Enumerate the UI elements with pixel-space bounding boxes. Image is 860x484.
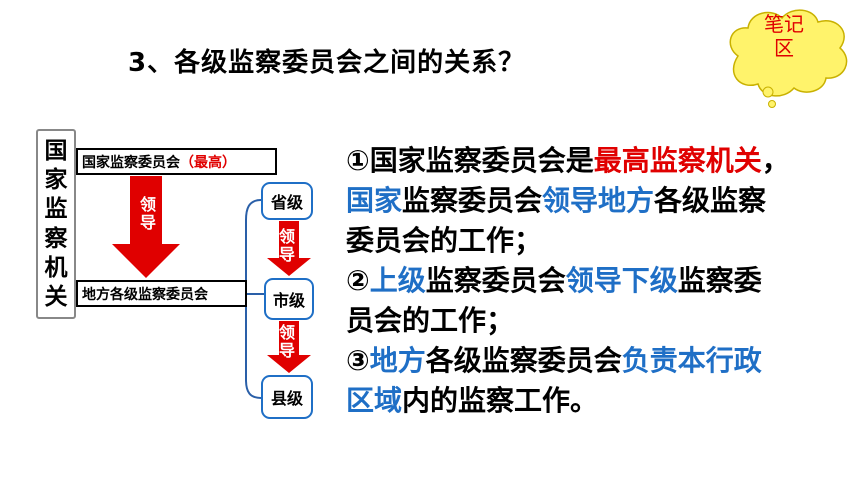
content-line-6: ③地方各级监察委员会负责本行政 bbox=[346, 344, 762, 377]
content-line-2: 国家监察委员会领导地方各级监察 bbox=[346, 184, 767, 217]
page-title: 3、各级监察委员会之间的关系？ bbox=[128, 48, 526, 78]
note-bubble-label: 笔记 区 bbox=[764, 12, 804, 60]
vertical-label-national-organ: 国 家 监 察 机 关 bbox=[36, 129, 76, 319]
level-bracket bbox=[245, 199, 262, 399]
national-commission-box: 国家监察委员会（最高） bbox=[76, 148, 277, 175]
level-province: 省级 bbox=[261, 182, 313, 220]
content-line-5: 员会的工作； bbox=[346, 304, 515, 337]
local-commission-box: 地方各级监察委员会 bbox=[76, 280, 247, 307]
level-county: 县级 bbox=[261, 375, 313, 419]
content-line-7: 区域内的监察工作。 bbox=[346, 384, 599, 417]
note-bubble-icon[interactable] bbox=[720, 4, 856, 112]
level-city: 市级 bbox=[264, 278, 314, 320]
lead-label-province-city: 领导 bbox=[278, 227, 295, 264]
down-arrow-province-city-icon bbox=[267, 221, 311, 276]
big-down-arrow-icon bbox=[112, 176, 180, 278]
lead-label-city-county: 领导 bbox=[278, 323, 295, 360]
content-line-4: ②上级监察委员会领导下级监察委 bbox=[346, 264, 762, 297]
relationship-content: ①国家监察委员会是最高监察机关， 国家监察委员会领导地方各级监察 委员会的工作；… bbox=[346, 141, 846, 421]
content-line-3: 委员会的工作； bbox=[346, 224, 543, 257]
lead-label-main: 领导 bbox=[139, 195, 156, 232]
down-arrow-city-county-icon bbox=[267, 321, 311, 373]
content-line-1: ①国家监察委员会是最高监察机关， bbox=[346, 144, 790, 177]
